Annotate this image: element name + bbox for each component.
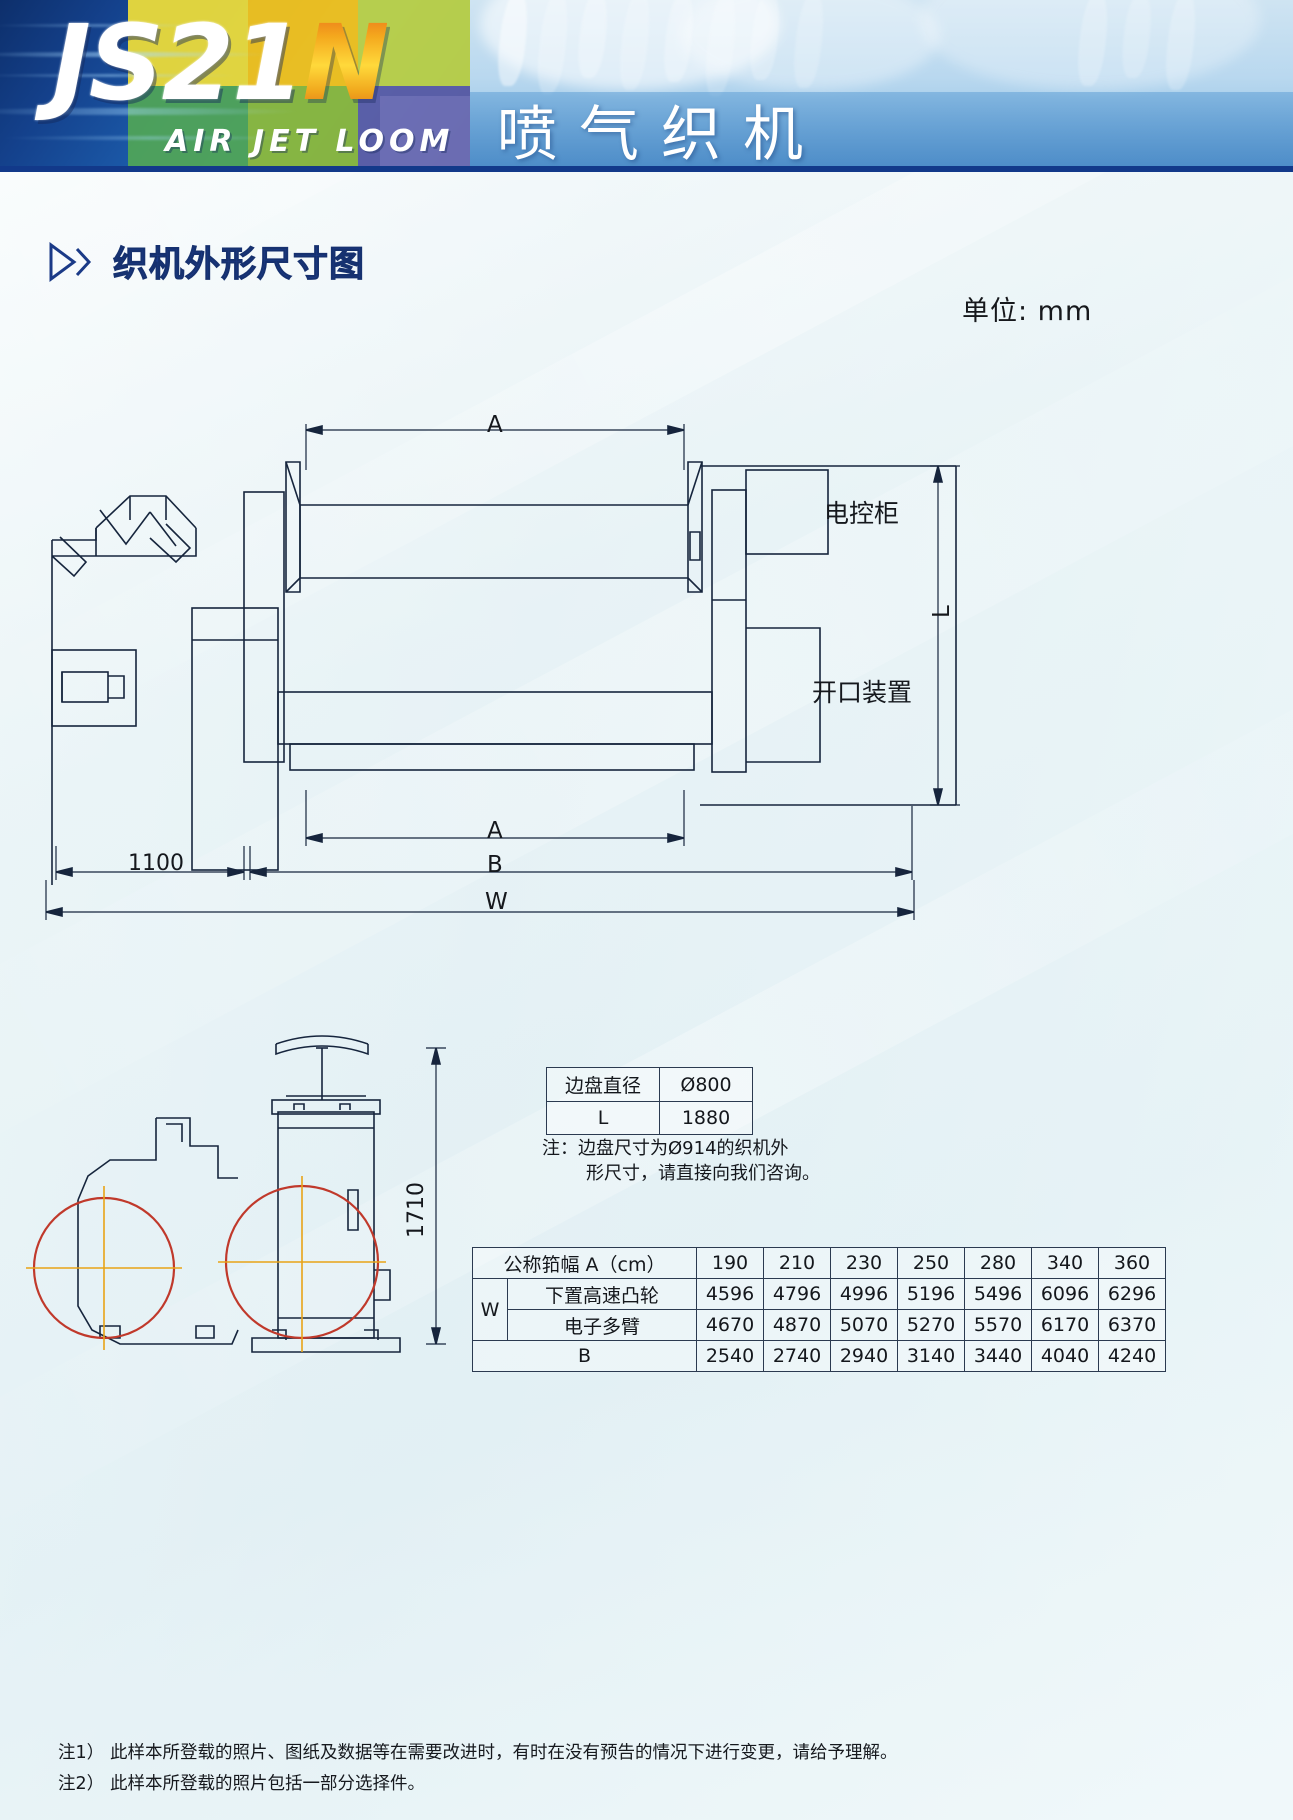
b-280: 3440 xyxy=(964,1340,1032,1372)
banner-color-field xyxy=(128,0,470,172)
w-cam-190: 4596 xyxy=(696,1278,764,1310)
banner-cloud-layer xyxy=(440,0,1293,172)
footnote-2: 注2）此样本所登载的照片包括一部分选择件。 xyxy=(58,1770,425,1795)
col-360: 360 xyxy=(1098,1247,1166,1279)
w-cam-210: 4796 xyxy=(763,1278,831,1310)
b-340: 4040 xyxy=(1031,1340,1099,1372)
length-l-value: 1880 xyxy=(659,1101,753,1135)
w-cam-280: 5496 xyxy=(964,1278,1032,1310)
length-l-label: L xyxy=(546,1101,660,1135)
flange-diameter-label: 边盘直径 xyxy=(546,1067,660,1102)
table-row: L 1880 xyxy=(546,1101,753,1135)
row-label-dobby: 电子多臂 xyxy=(507,1309,697,1341)
table-row: B 2540 2740 2940 3140 3440 4040 4240 xyxy=(472,1340,1166,1372)
w-dobby-360: 6370 xyxy=(1098,1309,1166,1341)
footnote-2-tag: 注2） xyxy=(58,1774,105,1794)
w-dobby-230: 5070 xyxy=(830,1309,898,1341)
dimension-1100: 1100 xyxy=(128,851,184,876)
banner-title-cn: 喷气织机 xyxy=(497,100,825,170)
label-control-cabinet: 电控柜 xyxy=(824,499,900,528)
specification-table: 公称筘幅 A（cm） 190 210 230 250 280 340 360 W… xyxy=(472,1247,1166,1372)
w-dobby-280: 5570 xyxy=(964,1309,1032,1341)
background-diagonal-sheen xyxy=(0,170,1293,1820)
logo-main-text: JS21 xyxy=(52,2,304,124)
label-shedding-device: 开口装置 xyxy=(812,678,913,707)
w-cam-340: 6096 xyxy=(1031,1278,1099,1310)
header-banner: JS21N AIR JET LOOM 喷气织机 xyxy=(0,0,1293,172)
logo-accent-letter: N xyxy=(302,2,389,124)
dimension-a-lower: A xyxy=(487,818,503,844)
col-210: 210 xyxy=(763,1247,831,1279)
footnote-1: 注1）此样本所登载的照片、图纸及数据等在需要改进时，有时在没有预告的情况下进行变… xyxy=(58,1739,898,1764)
col-250: 250 xyxy=(897,1247,965,1279)
w-dobby-210: 4870 xyxy=(763,1309,831,1341)
dimension-1710: 1710 xyxy=(404,1182,429,1238)
dimension-w: W xyxy=(485,889,508,915)
flange-note-line2: 形尺寸，请直接向我们咨询。 xyxy=(586,1163,820,1184)
flange-diameter-value: Ø800 xyxy=(659,1067,753,1102)
row-label-cam: 下置高速凸轮 xyxy=(507,1278,697,1310)
b-230: 2940 xyxy=(830,1340,898,1372)
double-chevron-icon xyxy=(47,241,95,283)
logo-subtitle: AIR JET LOOM xyxy=(165,124,455,159)
banner-bottom-edge xyxy=(0,166,1293,172)
page-title: 织机外形尺寸图 xyxy=(112,245,366,286)
w-dobby-340: 6170 xyxy=(1031,1309,1099,1341)
footnote-1-tag: 注1） xyxy=(58,1743,105,1763)
b-360: 4240 xyxy=(1098,1340,1166,1372)
table-row: 电子多臂 4670 4870 5070 5270 5570 6170 6370 xyxy=(473,1309,1166,1341)
b-190: 2540 xyxy=(696,1340,764,1372)
banner-left-block: JS21N AIR JET LOOM xyxy=(0,0,470,172)
dimension-b: B xyxy=(487,852,503,878)
row-label-b: B xyxy=(472,1340,697,1372)
row-group-w: W xyxy=(472,1278,508,1341)
b-210: 2740 xyxy=(763,1340,831,1372)
col-230: 230 xyxy=(830,1247,898,1279)
flange-note: 注：边盘尺寸为Ø914的织机外 形尺寸，请直接向我们咨询。 xyxy=(542,1136,962,1186)
b-250: 3140 xyxy=(897,1340,965,1372)
footnote-1-text: 此样本所登载的照片、图纸及数据等在需要改进时，有时在没有预告的情况下进行变更，请… xyxy=(110,1743,898,1763)
w-cam-360: 6296 xyxy=(1098,1278,1166,1310)
section-header: 织机外形尺寸图 xyxy=(47,236,365,287)
dimension-a-top: A xyxy=(487,412,503,438)
banner-blue-band xyxy=(440,92,1293,172)
flange-diameter-table: 边盘直径 Ø800 L 1880 xyxy=(546,1067,753,1135)
dimension-l: L xyxy=(929,605,955,618)
flange-note-line1: 注：边盘尺寸为Ø914的织机外 xyxy=(542,1138,789,1159)
table-row: 边盘直径 Ø800 xyxy=(546,1067,753,1102)
w-dobby-190: 4670 xyxy=(696,1309,764,1341)
footnote-2-text: 此样本所登载的照片包括一部分选择件。 xyxy=(110,1774,425,1794)
col-190: 190 xyxy=(696,1247,764,1279)
table-header-row: 公称筘幅 A（cm） 190 210 230 250 280 340 360 xyxy=(472,1247,1166,1279)
w-cam-230: 4996 xyxy=(830,1278,898,1310)
product-logo: JS21N xyxy=(52,8,470,123)
w-dobby-250: 5270 xyxy=(897,1309,965,1341)
table-row: W 下置高速凸轮 4596 4796 4996 5196 5496 6096 6… xyxy=(472,1278,1166,1341)
col-header-nominal-width: 公称筘幅 A（cm） xyxy=(472,1247,697,1279)
unit-label: 单位: mm xyxy=(962,296,1093,327)
w-cam-250: 5196 xyxy=(897,1278,965,1310)
col-340: 340 xyxy=(1031,1247,1099,1279)
col-280: 280 xyxy=(964,1247,1032,1279)
